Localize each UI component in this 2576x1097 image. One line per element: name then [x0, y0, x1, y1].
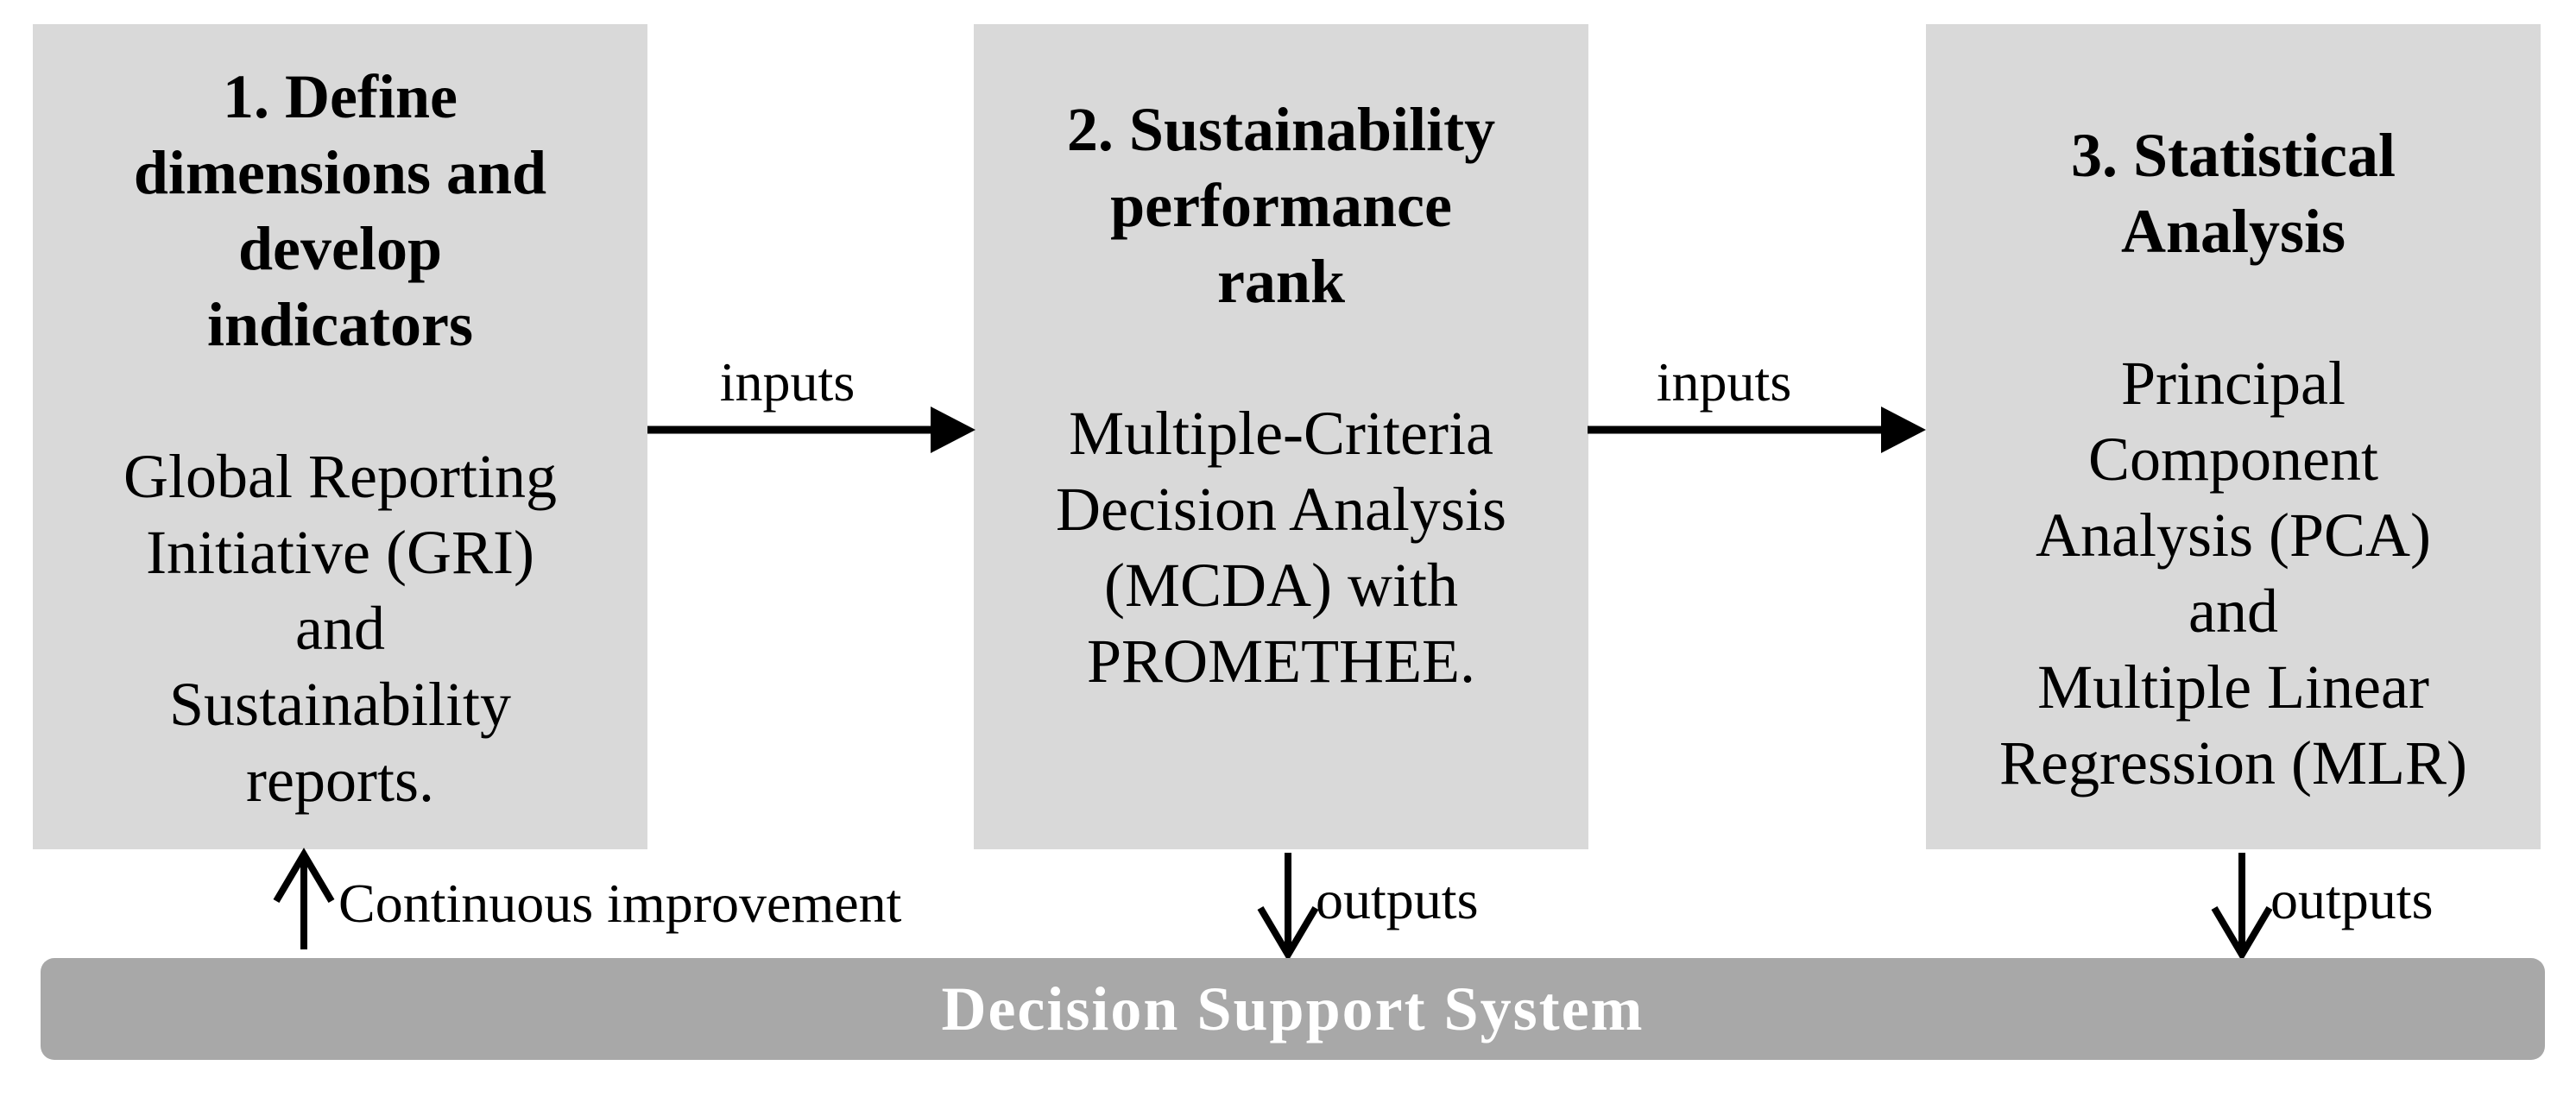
step-body: Principal Component Analysis (PCA) and M… [1999, 349, 2467, 798]
inputs-arrow-1 [647, 407, 975, 453]
outputs-arrow-2 [2211, 853, 2273, 961]
step-box-define-indicators: 1. Define dimensions and develop indicat… [33, 24, 647, 849]
inputs-label-2: inputs [1656, 351, 1792, 413]
step-title: 1. Define dimensions and develop indicat… [133, 62, 547, 359]
decision-support-bar-label: Decision Support System [941, 974, 1645, 1043]
step-body: Global Reporting Initiative (GRI) and Su… [123, 442, 557, 815]
inputs-label-1: inputs [719, 351, 856, 413]
step-title: 2. Sustainability performance rank [1066, 95, 1496, 316]
step-body: Multiple-Criteria Decision Analysis (MCD… [1056, 399, 1506, 696]
step-title: 3. Statistical Analysis [2071, 121, 2396, 266]
feedback-arrow [273, 848, 335, 949]
inputs-arrow-2 [1588, 407, 1926, 453]
decision-support-bar: Decision Support System [41, 958, 2545, 1060]
step-box-sustainability-rank: 2. Sustainability performance rank Multi… [974, 24, 1588, 849]
step-box-statistical-analysis: 3. Statistical Analysis Principal Compon… [1926, 24, 2541, 849]
outputs-label-1: outputs [1316, 869, 1479, 930]
outputs-arrow-1 [1257, 853, 1319, 961]
outputs-label-2: outputs [2270, 869, 2434, 930]
continuous-improvement-label: Continuous improvement [338, 873, 902, 934]
